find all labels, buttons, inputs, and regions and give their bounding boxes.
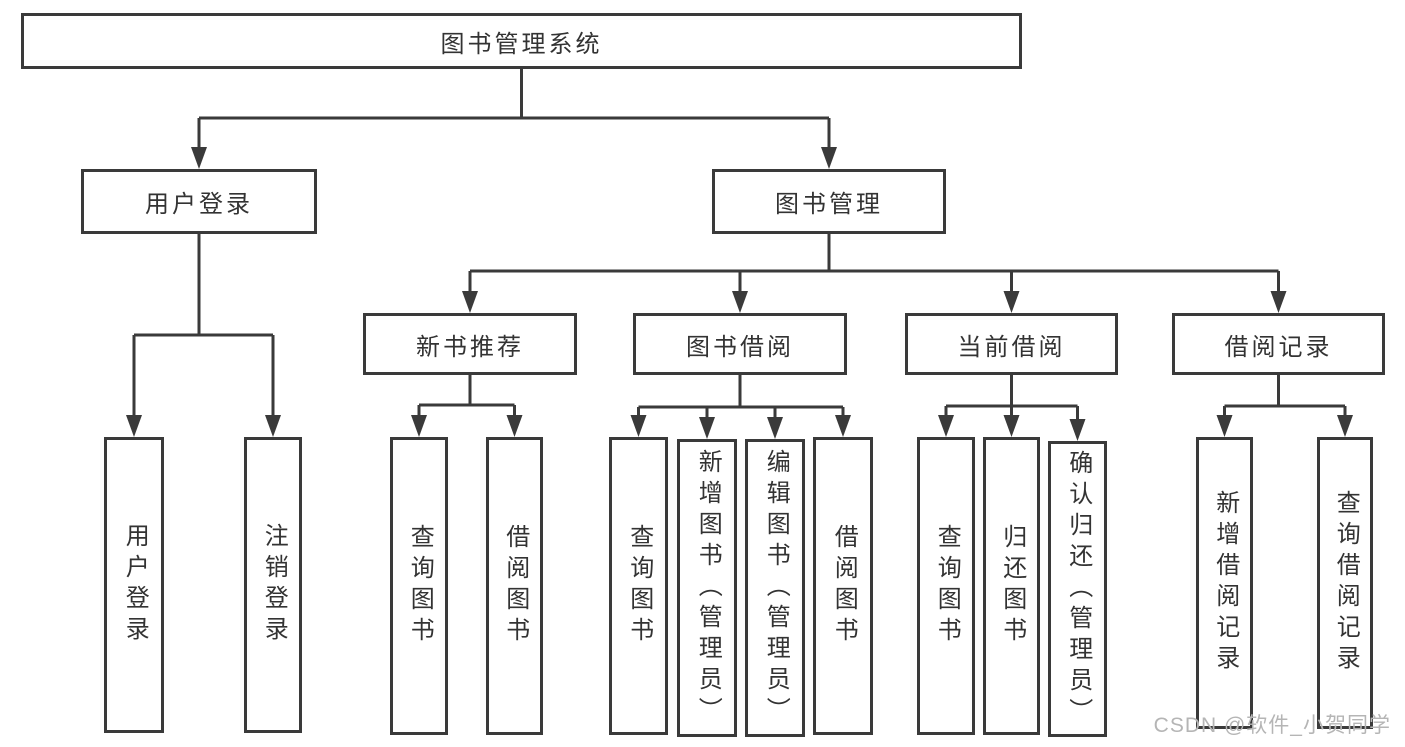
leaf-label: 新增图书（管理员） — [694, 448, 722, 728]
leaf-label: 注销登录 — [260, 523, 288, 647]
connector-mgmt-to-level3 — [468, 234, 1280, 294]
arrowheads-records-to-leaves — [1216, 415, 1353, 437]
arrowheads-mgmt-to-level3 — [462, 291, 1287, 313]
node-leaf-user-login-action: 用户登录 — [104, 437, 164, 733]
node-root-system: 图书管理系统 — [21, 13, 1022, 69]
leaf-label: 用户登录 — [121, 523, 149, 647]
node-new-book-recommend: 新书推荐 — [363, 313, 577, 375]
node-leaf-query-books-borrowing: 查询图书 — [609, 437, 668, 735]
leaf-label: 查询借阅记录 — [1332, 490, 1360, 676]
leaf-label: 归还图书 — [998, 524, 1026, 648]
node-leaf-query-books-newbook: 查询图书 — [390, 437, 448, 735]
node-leaf-borrow-books-borrowing: 借阅图书 — [813, 437, 873, 735]
node-current-borrowing: 当前借阅 — [905, 313, 1118, 375]
leaf-label: 查询图书 — [625, 524, 653, 648]
arrowheads-newbook-to-leaves — [411, 415, 523, 437]
connector-borrowing-to-leaves — [637, 375, 845, 420]
leaf-label: 确认归还（管理员） — [1064, 449, 1092, 729]
arrowheads-borrowing-to-leaves — [630, 415, 851, 439]
arrowheads-login-to-leaves — [126, 415, 281, 437]
connector-newbook-to-leaves — [417, 375, 516, 418]
node-leaf-return-books: 归还图书 — [983, 437, 1040, 735]
node-leaf-confirm-return-admin: 确认归还（管理员） — [1048, 441, 1107, 737]
connector-root-to-level2 — [197, 69, 831, 150]
node-user-login: 用户登录 — [81, 169, 317, 234]
arrowheads-root-to-level2 — [191, 147, 837, 169]
node-leaf-borrow-books-newbook: 借阅图书 — [486, 437, 543, 735]
leaf-label: 新增借阅记录 — [1211, 490, 1239, 676]
node-book-management: 图书管理 — [712, 169, 946, 234]
node-leaf-query-books-current: 查询图书 — [917, 437, 975, 735]
node-borrowing-records: 借阅记录 — [1172, 313, 1385, 375]
node-leaf-logout-action: 注销登录 — [244, 437, 302, 733]
leaf-label: 借阅图书 — [501, 524, 529, 648]
node-leaf-add-borrow-record: 新增借阅记录 — [1196, 437, 1253, 729]
leaf-label: 查询图书 — [933, 524, 961, 648]
node-leaf-edit-books-admin: 编辑图书（管理员） — [745, 439, 805, 737]
leaf-label: 借阅图书 — [830, 524, 858, 648]
node-leaf-add-books-admin: 新增图书（管理员） — [677, 439, 737, 737]
connector-current-to-leaves — [944, 375, 1079, 421]
leaf-label: 查询图书 — [406, 524, 434, 648]
connector-records-to-leaves — [1223, 375, 1347, 418]
connector-login-to-leaves — [132, 234, 275, 418]
node-leaf-query-borrow-record: 查询借阅记录 — [1317, 437, 1373, 729]
leaf-label: 编辑图书（管理员） — [762, 448, 790, 728]
node-book-borrowing: 图书借阅 — [633, 313, 847, 375]
csdn-watermark: CSDN @软件_小贺同学 — [1153, 714, 1391, 737]
